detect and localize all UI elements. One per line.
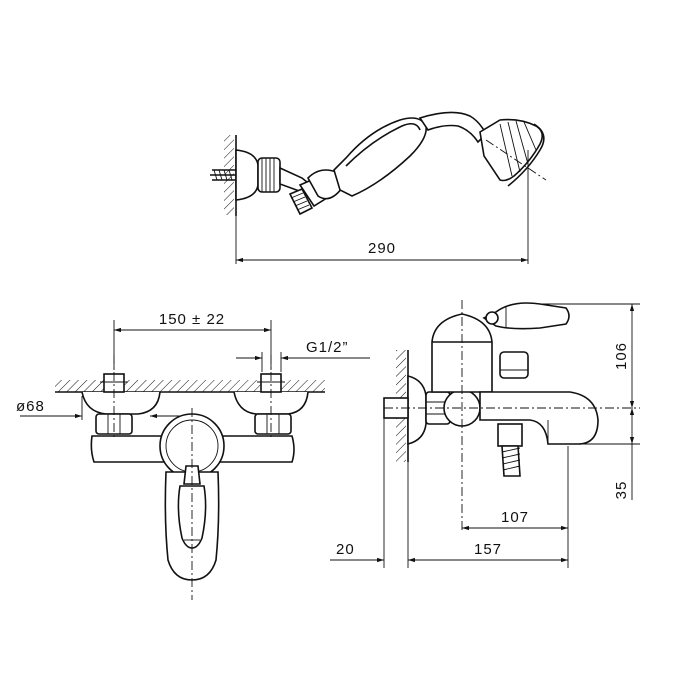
- shower-neck: [418, 111, 487, 144]
- shower-head: [479, 118, 545, 187]
- dim-overall-height: 106: [613, 342, 630, 370]
- wall-screw: [210, 169, 240, 181]
- flange-left: [81, 391, 161, 415]
- dim-spout-height: 35: [613, 481, 630, 500]
- dim-handshower-length: 290: [368, 240, 396, 257]
- side-view: 106 35 107 157 20: [330, 300, 640, 568]
- dim-body-projection: 157: [474, 541, 502, 558]
- handshower-view: 290: [210, 111, 547, 264]
- side-lever: [482, 302, 570, 330]
- bracket-rosette: [235, 149, 259, 201]
- dim-flange-diameter: ø68: [16, 398, 45, 415]
- dim-wall-offset: 20: [336, 541, 355, 558]
- dim-inlet-spacing: 150 ± 22: [159, 311, 225, 328]
- dim-spout-reach: 107: [501, 509, 529, 526]
- nut-right: [254, 413, 292, 435]
- side-rosette: [407, 374, 427, 446]
- front-view: 150 ± 22 G1/2” ø68: [16, 311, 370, 600]
- handle-ceramic: [333, 117, 427, 197]
- lever-stem: [183, 465, 201, 485]
- dim-thread: G1/2”: [306, 339, 349, 356]
- shower-outlet: [497, 423, 523, 447]
- diverter-knob: [499, 351, 529, 379]
- side-spout: [479, 391, 599, 445]
- shower-axis: [485, 139, 547, 181]
- bracket-nut: [257, 157, 281, 193]
